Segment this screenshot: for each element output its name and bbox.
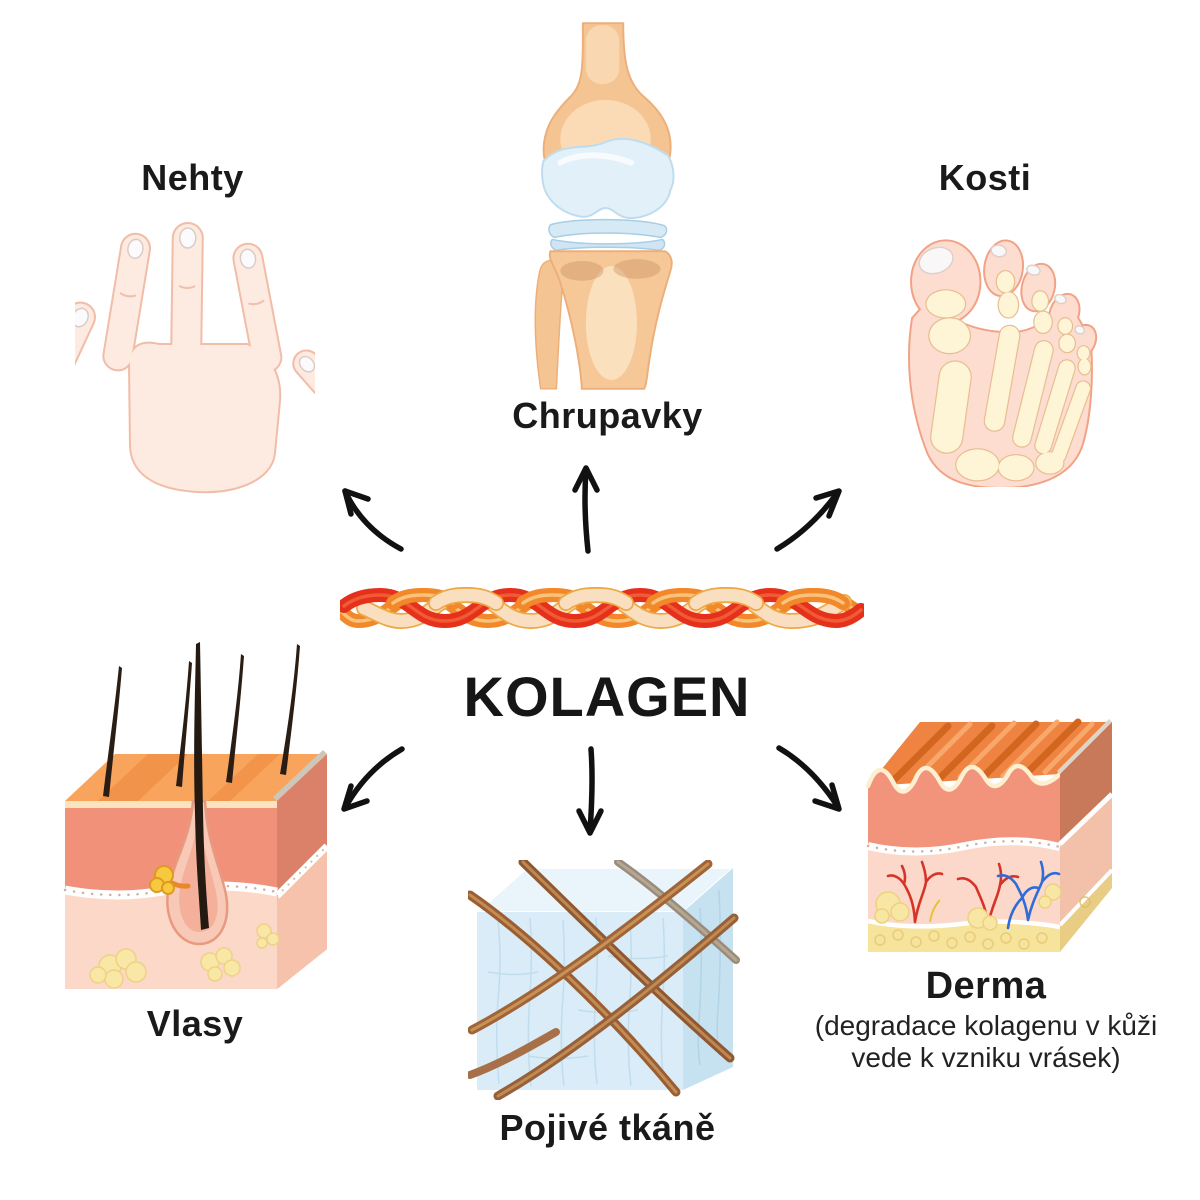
skin-side-face	[274, 754, 330, 989]
fat-layer-texture	[874, 896, 1091, 950]
fat-boundary	[867, 918, 1061, 930]
derma-label: Derma	[925, 965, 1047, 1007]
kosti-label: Kosti	[938, 157, 1032, 198]
dermis-boundary	[867, 837, 1061, 856]
hand-skin	[75, 223, 315, 492]
toenails	[918, 244, 1086, 335]
cartilage-cap	[541, 137, 675, 219]
connective-tissue-cube-illustration	[468, 860, 740, 1100]
follicle-hair	[194, 642, 209, 930]
foot-bones-illustration	[908, 237, 1098, 487]
knee-joint-cartilage-illustration	[534, 22, 675, 390]
fat-cells	[89, 923, 280, 989]
derma-note: (degradace kolagenu v kůži vede k vzniku…	[814, 1010, 1158, 1074]
collagen-fiber-braid-illustration	[340, 586, 864, 630]
nerve-fiber	[929, 899, 941, 923]
sebaceous-gland	[149, 865, 191, 895]
fingernails	[75, 227, 315, 373]
blood-vessels-red	[886, 860, 1020, 927]
fat-pockets	[874, 883, 1062, 931]
chrupavky-label: Chrupavky	[512, 395, 703, 436]
dermis-layer	[868, 843, 1060, 928]
skin-cube-hair-follicle-illustration	[63, 642, 330, 989]
arrow-to-chrupavky	[572, 465, 600, 554]
arrow-to-kosti	[774, 488, 842, 552]
nehty-label: Nehty	[141, 157, 244, 198]
hairs	[103, 644, 300, 797]
arrow-to-nehty	[342, 488, 404, 552]
derma-skin-layers-illustration	[865, 718, 1114, 952]
blood-vessels-blue	[996, 860, 1061, 930]
hair-follicle	[149, 642, 229, 946]
wrinkle-edge-highlight	[865, 763, 1063, 794]
collagen-fibers	[468, 860, 740, 1100]
vlasy-label: Vlasy	[146, 1003, 244, 1044]
hand-with-fingernails-illustration	[75, 221, 315, 494]
arrow-to-derma	[776, 745, 842, 812]
pojive-tkane-label: Pojivé tkáně	[499, 1107, 716, 1148]
arrow-to-pojive-tkane	[576, 746, 604, 836]
knuckle-creases	[119, 284, 265, 306]
cell-texture	[487, 889, 722, 1087]
skin-side-face	[1057, 719, 1114, 952]
arrow-to-vlasy	[341, 746, 405, 812]
tibia-bone	[548, 250, 673, 390]
kolagen-title: KOLAGEN	[463, 665, 751, 728]
fat-layer	[868, 922, 1060, 952]
meniscus	[548, 218, 668, 251]
